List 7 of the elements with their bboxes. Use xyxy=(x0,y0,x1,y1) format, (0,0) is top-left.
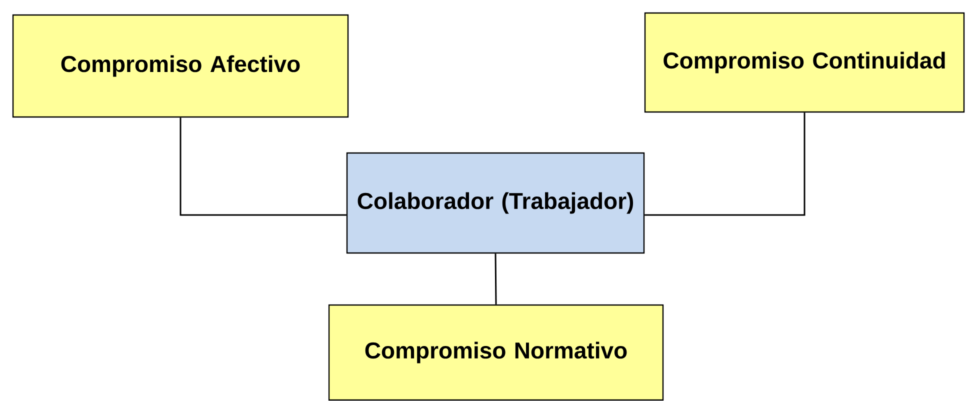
connector-line xyxy=(644,112,806,216)
concept-box: Compromiso Afectivo xyxy=(12,14,349,118)
connector-line xyxy=(494,254,497,304)
connector-line xyxy=(180,118,346,216)
concept-box: Compromiso Continuidad xyxy=(644,12,965,113)
concept-box: Colaborador (Trabajador) xyxy=(346,152,645,254)
concept-box: Compromiso Normativo xyxy=(328,304,664,401)
